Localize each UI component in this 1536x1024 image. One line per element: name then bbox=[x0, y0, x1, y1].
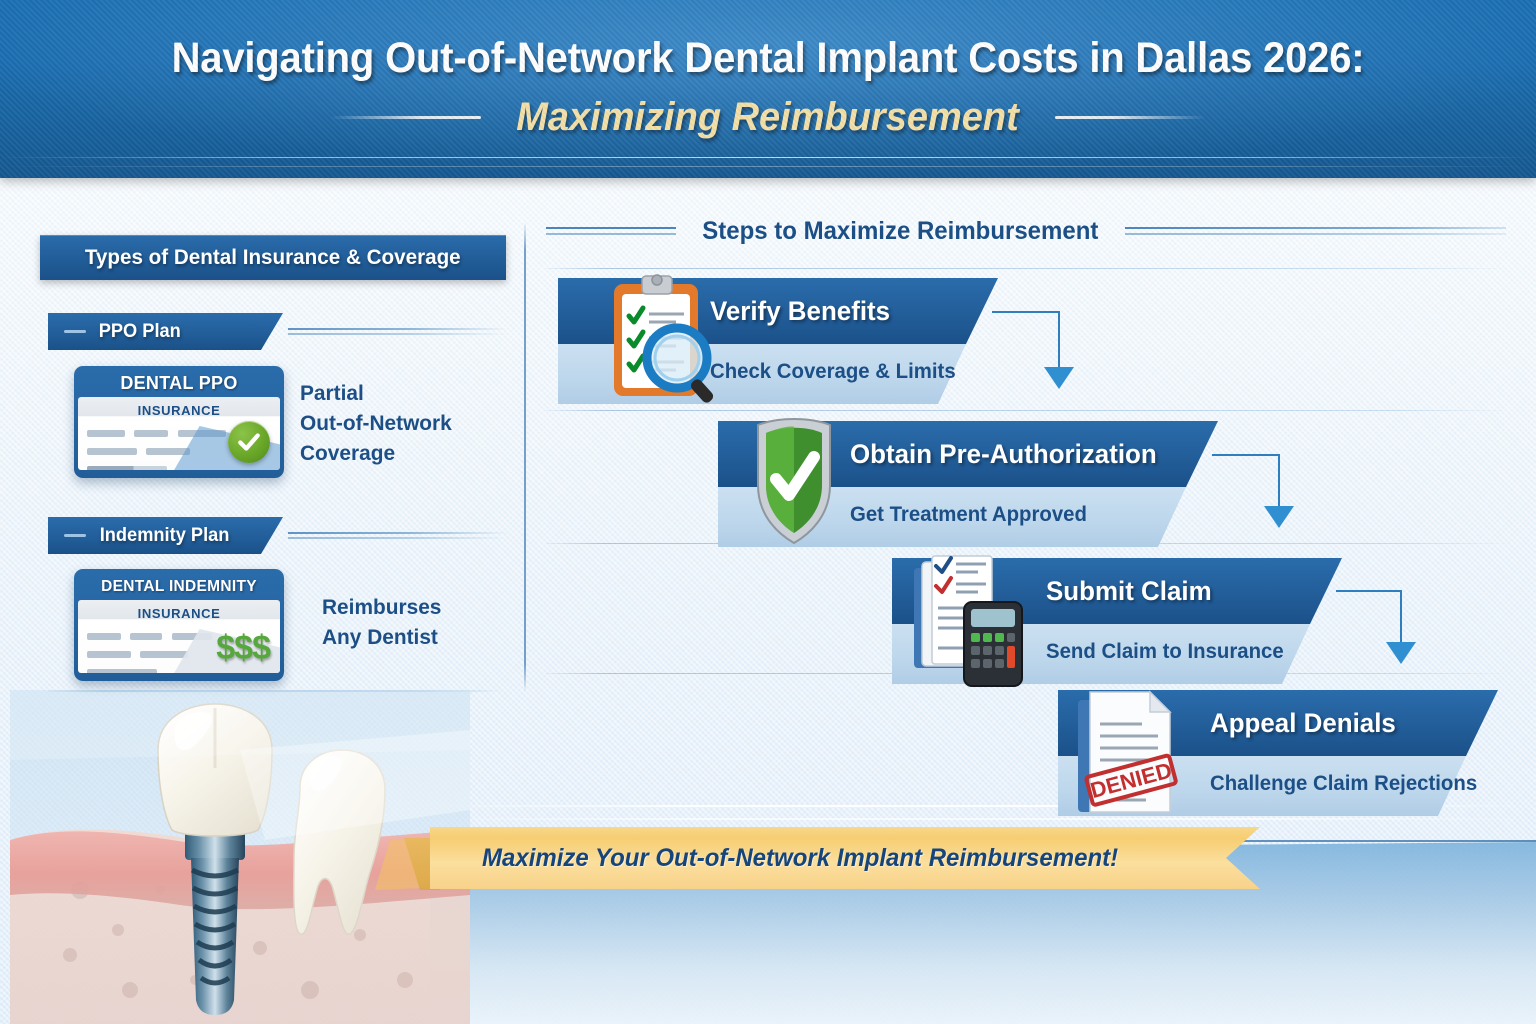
sheet-line-a bbox=[420, 805, 1536, 807]
plan-desc-line-2: Out-of-Network bbox=[300, 411, 452, 435]
card-subtitle-ppo: INSURANCE bbox=[137, 403, 221, 418]
right-panel-heading-text: Steps to Maximize Reimbursement bbox=[702, 216, 1099, 245]
header-glow bbox=[0, 0, 1536, 178]
step-row-rule-1 bbox=[546, 268, 1511, 269]
card-title-indemnity: DENTAL INDEMNITY bbox=[101, 577, 257, 595]
plan-description-ppo: Partial Out-of-Network Coverage bbox=[300, 378, 452, 468]
plan-rule-ppo bbox=[288, 328, 508, 335]
documents-calculator-icon bbox=[906, 552, 1036, 687]
call-to-action-ribbon[interactable]: Maximize Your Out-of-Network Implant Rei… bbox=[430, 827, 1260, 889]
plan-label-indemnity: Indemnity Plan bbox=[99, 524, 230, 546]
plan-label-ppo: PPO Plan bbox=[98, 320, 181, 342]
card-title-ppo: DENTAL PPO bbox=[120, 373, 238, 393]
plan-desc-line-1: Reimburses bbox=[322, 595, 442, 619]
step-subtitle: Challenge Claim Rejections bbox=[1210, 772, 1478, 795]
card-body-indemnity: INSURANCE $$$ bbox=[78, 600, 280, 673]
page-title: Navigating Out-of-Network Dental Implant… bbox=[171, 34, 1365, 82]
step-row-rule-2 bbox=[546, 410, 1511, 411]
page-subtitle-row: Maximizing Reimbursement bbox=[0, 95, 1536, 140]
steps-rule-right bbox=[1124, 227, 1506, 235]
step-title: Submit Claim bbox=[1046, 575, 1212, 606]
check-mark-icon bbox=[228, 421, 270, 463]
subtitle-rule-right bbox=[1054, 116, 1205, 119]
right-panel-heading: Steps to Maximize Reimbursement bbox=[546, 216, 1506, 246]
call-to-action-text: Maximize Your Out-of-Network Implant Rei… bbox=[482, 843, 1119, 872]
shield-check-icon bbox=[736, 409, 866, 545]
left-panel: Types of Dental Insurance & Coverage PPO… bbox=[0, 178, 524, 1024]
column-divider bbox=[524, 222, 526, 692]
step-title: Verify Benefits bbox=[710, 295, 891, 326]
steps-rule-left bbox=[546, 227, 676, 235]
dollar-signs-icon: $$$ bbox=[216, 629, 271, 667]
plan-header-indemnity: Indemnity Plan bbox=[48, 517, 283, 554]
step-title: Appeal Denials bbox=[1210, 707, 1396, 738]
step-appeal-denials[interactable]: DENIED Appeal Denials Challenge Claim Re… bbox=[1058, 690, 1498, 816]
step-subtitle: Send Claim to Insurance bbox=[1046, 640, 1284, 663]
card-body-ppo: INSURANCE bbox=[78, 397, 280, 470]
step-subtitle: Get Treatment Approved bbox=[850, 503, 1087, 526]
plan-header-ppo: PPO Plan bbox=[48, 313, 283, 350]
plan-rule-indemnity bbox=[288, 532, 508, 539]
sheet-line-b bbox=[420, 818, 1536, 820]
step-submit-claim[interactable]: Submit Claim Send Claim to Insurance bbox=[892, 555, 1342, 687]
step-subtitle: Check Coverage & Limits bbox=[710, 360, 956, 383]
plan-description-indemnity: Reimburses Any Dentist bbox=[322, 592, 441, 652]
plan-desc-line-1: Partial bbox=[300, 381, 364, 405]
plan-desc-line-2: Any Dentist bbox=[322, 625, 438, 649]
step-obtain-pre-authorization[interactable]: Obtain Pre-Authorization Get Treatment A… bbox=[718, 418, 1218, 547]
dental-implant-illustration bbox=[10, 690, 470, 1024]
header-divider-line-top bbox=[0, 157, 1536, 158]
plan-desc-line-3: Coverage bbox=[300, 441, 396, 465]
card-placeholder-rows bbox=[78, 627, 280, 673]
plan-dash-icon bbox=[64, 330, 86, 333]
clipboard-magnifier-icon bbox=[598, 270, 728, 405]
denied-document-icon: DENIED bbox=[1072, 686, 1202, 821]
header-divider-line-bottom bbox=[0, 166, 1536, 167]
right-panel: Steps to Maximize Reimbursement bbox=[524, 178, 1536, 1024]
subtitle-rule-left bbox=[331, 116, 482, 119]
insurance-card-ppo: DENTAL PPO INSURANCE bbox=[74, 366, 284, 478]
step-verify-benefits[interactable]: Verify Benefits Check Coverage & Limits bbox=[558, 274, 998, 404]
left-panel-heading-text: Types of Dental Insurance & Coverage bbox=[85, 245, 461, 269]
plan-dash-icon bbox=[64, 534, 86, 537]
step-title: Obtain Pre-Authorization bbox=[850, 438, 1157, 469]
insurance-card-indemnity: DENTAL INDEMNITY INSURANCE $$$ bbox=[74, 569, 284, 681]
header-banner: Navigating Out-of-Network Dental Implant… bbox=[0, 0, 1536, 178]
page-subtitle: Maximizing Reimbursement bbox=[516, 95, 1020, 139]
card-subtitle-indemnity: INSURANCE bbox=[137, 606, 221, 621]
left-panel-heading: Types of Dental Insurance & Coverage bbox=[40, 235, 506, 280]
